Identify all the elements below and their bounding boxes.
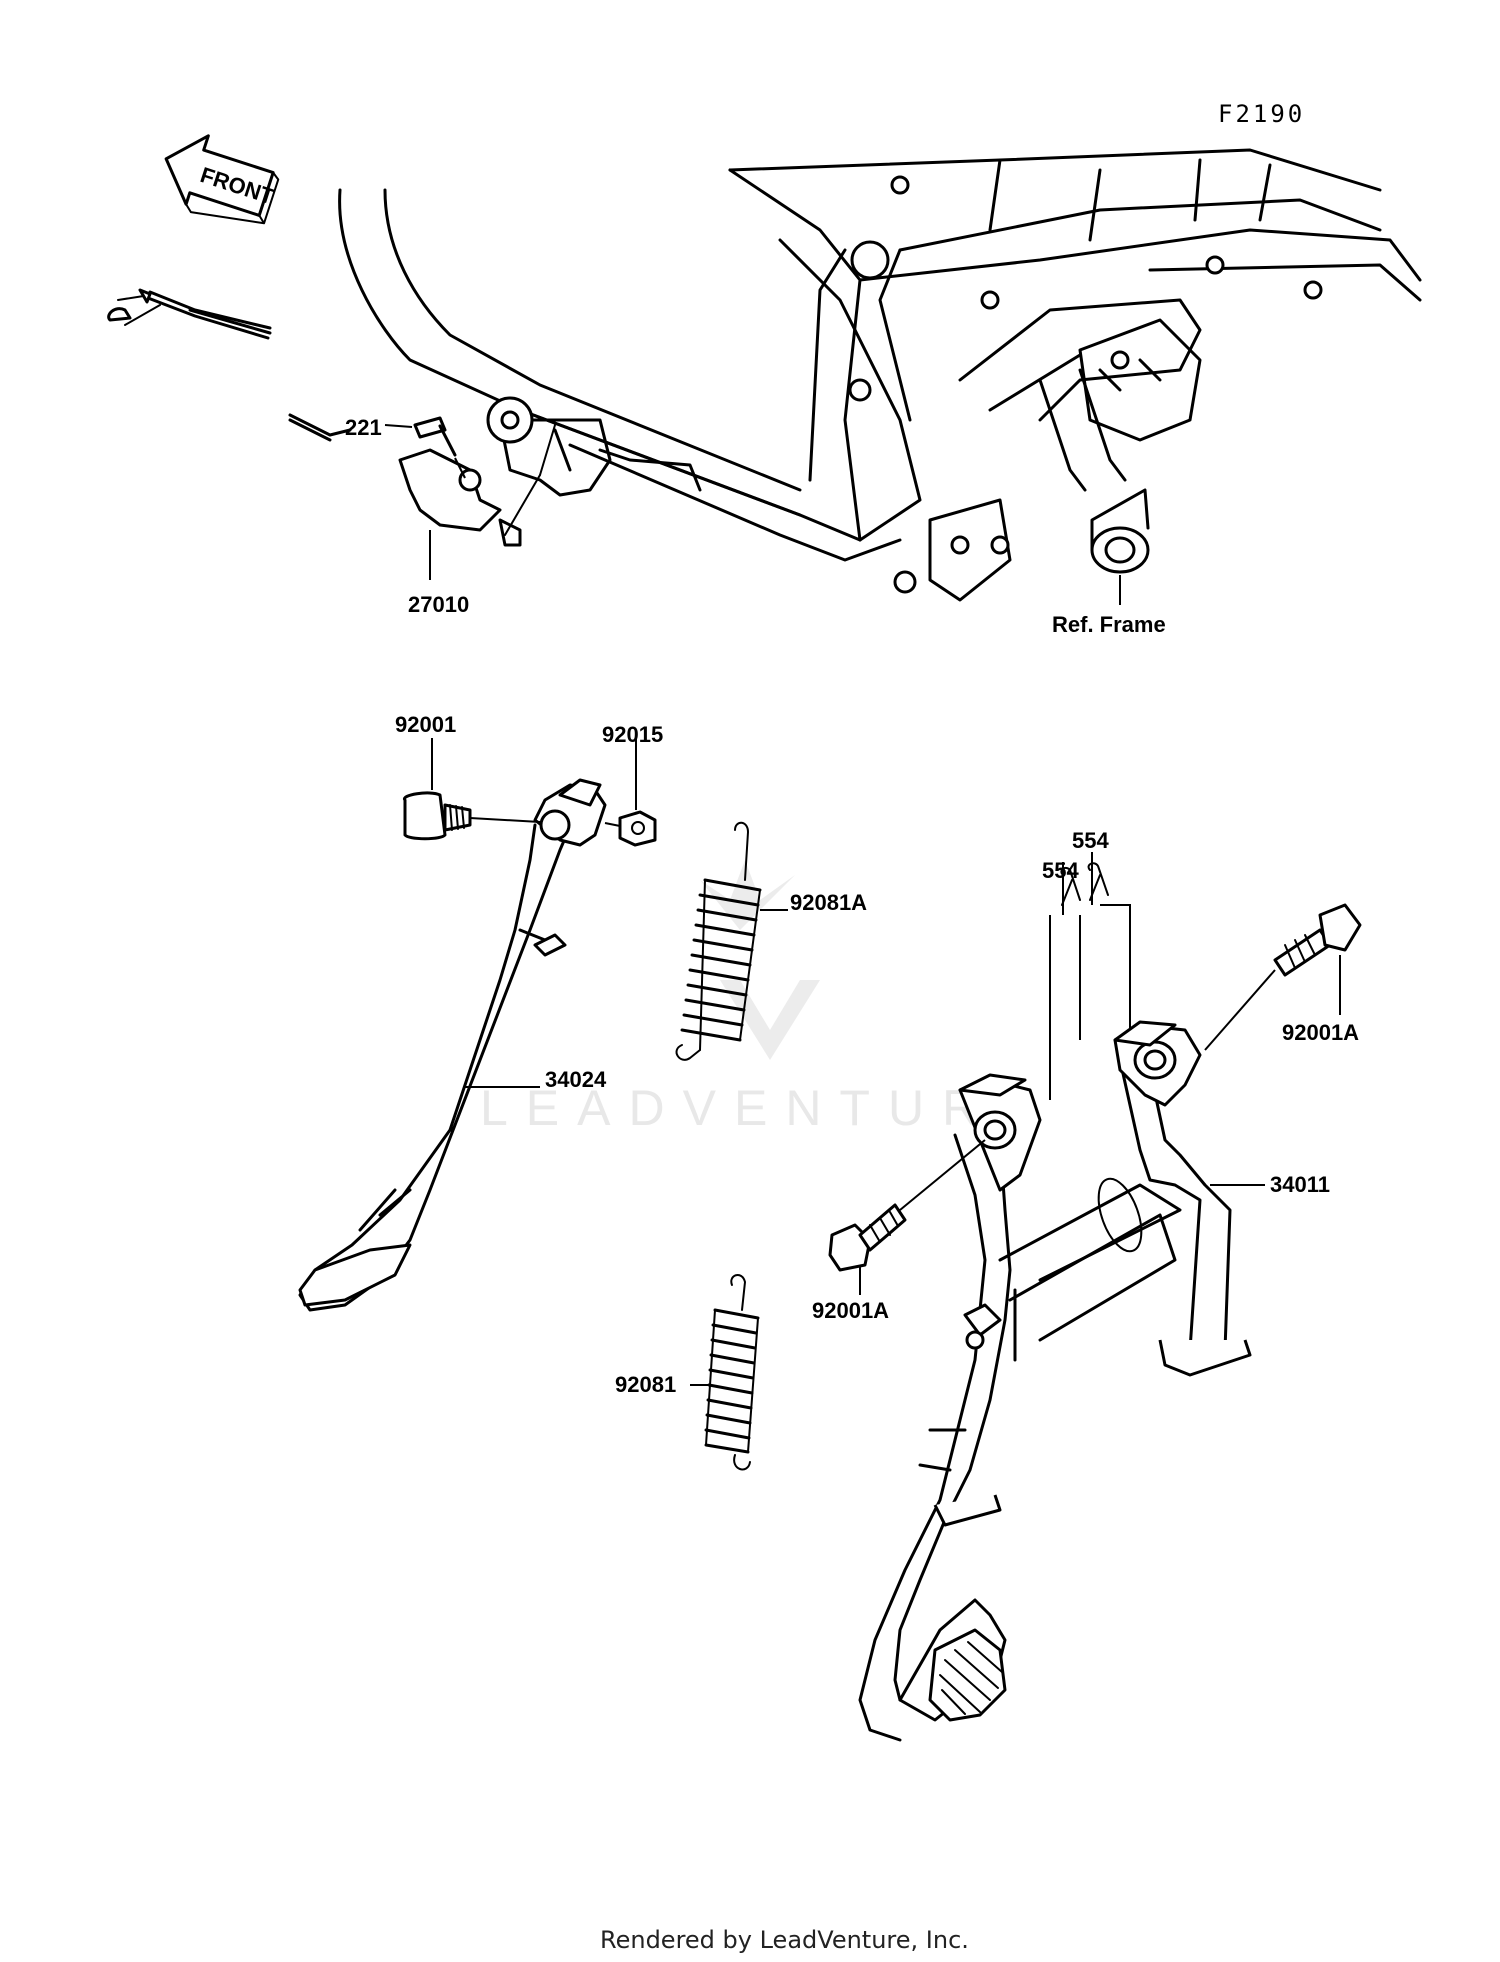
label-92081A: 92081A	[790, 890, 867, 915]
screw-221	[384, 416, 466, 479]
center-stand	[858, 1020, 1252, 1742]
label-92081: 92081	[615, 1372, 676, 1397]
footer-credit: Rendered by LeadVenture, Inc.	[600, 1926, 969, 1954]
label-34011: 34011	[1270, 1172, 1330, 1197]
label-221: 221	[345, 415, 382, 440]
spring-92081	[690, 1274, 760, 1471]
label-554: 554	[1042, 858, 1079, 883]
label-554-top: 554	[1072, 828, 1109, 853]
side-stand-switch	[107, 288, 556, 547]
label-92001: 92001	[395, 712, 456, 737]
side-stand	[298, 738, 657, 1312]
watermark-text: LEADVENTURE	[480, 1080, 1048, 1136]
frame	[338, 148, 1422, 602]
pedal-pad	[928, 1628, 1007, 1722]
label-ref-frame: Ref. Frame	[1052, 612, 1166, 637]
bolt-92001A-left	[828, 1139, 986, 1295]
label-92001A-left: 92001A	[812, 1298, 889, 1323]
cotter-pins-554	[1049, 855, 1131, 1100]
label-27010: 27010	[408, 592, 469, 617]
diagram-code: F2190	[1218, 100, 1305, 128]
label-92001A-right: 92001A	[1282, 1020, 1359, 1045]
label-34024: 34024	[545, 1067, 607, 1092]
front-arrow-icon: FRONT	[164, 134, 280, 225]
label-92015: 92015	[602, 722, 663, 747]
spring-92081A	[675, 821, 788, 1061]
bolt-92001A-right	[1204, 903, 1362, 1051]
